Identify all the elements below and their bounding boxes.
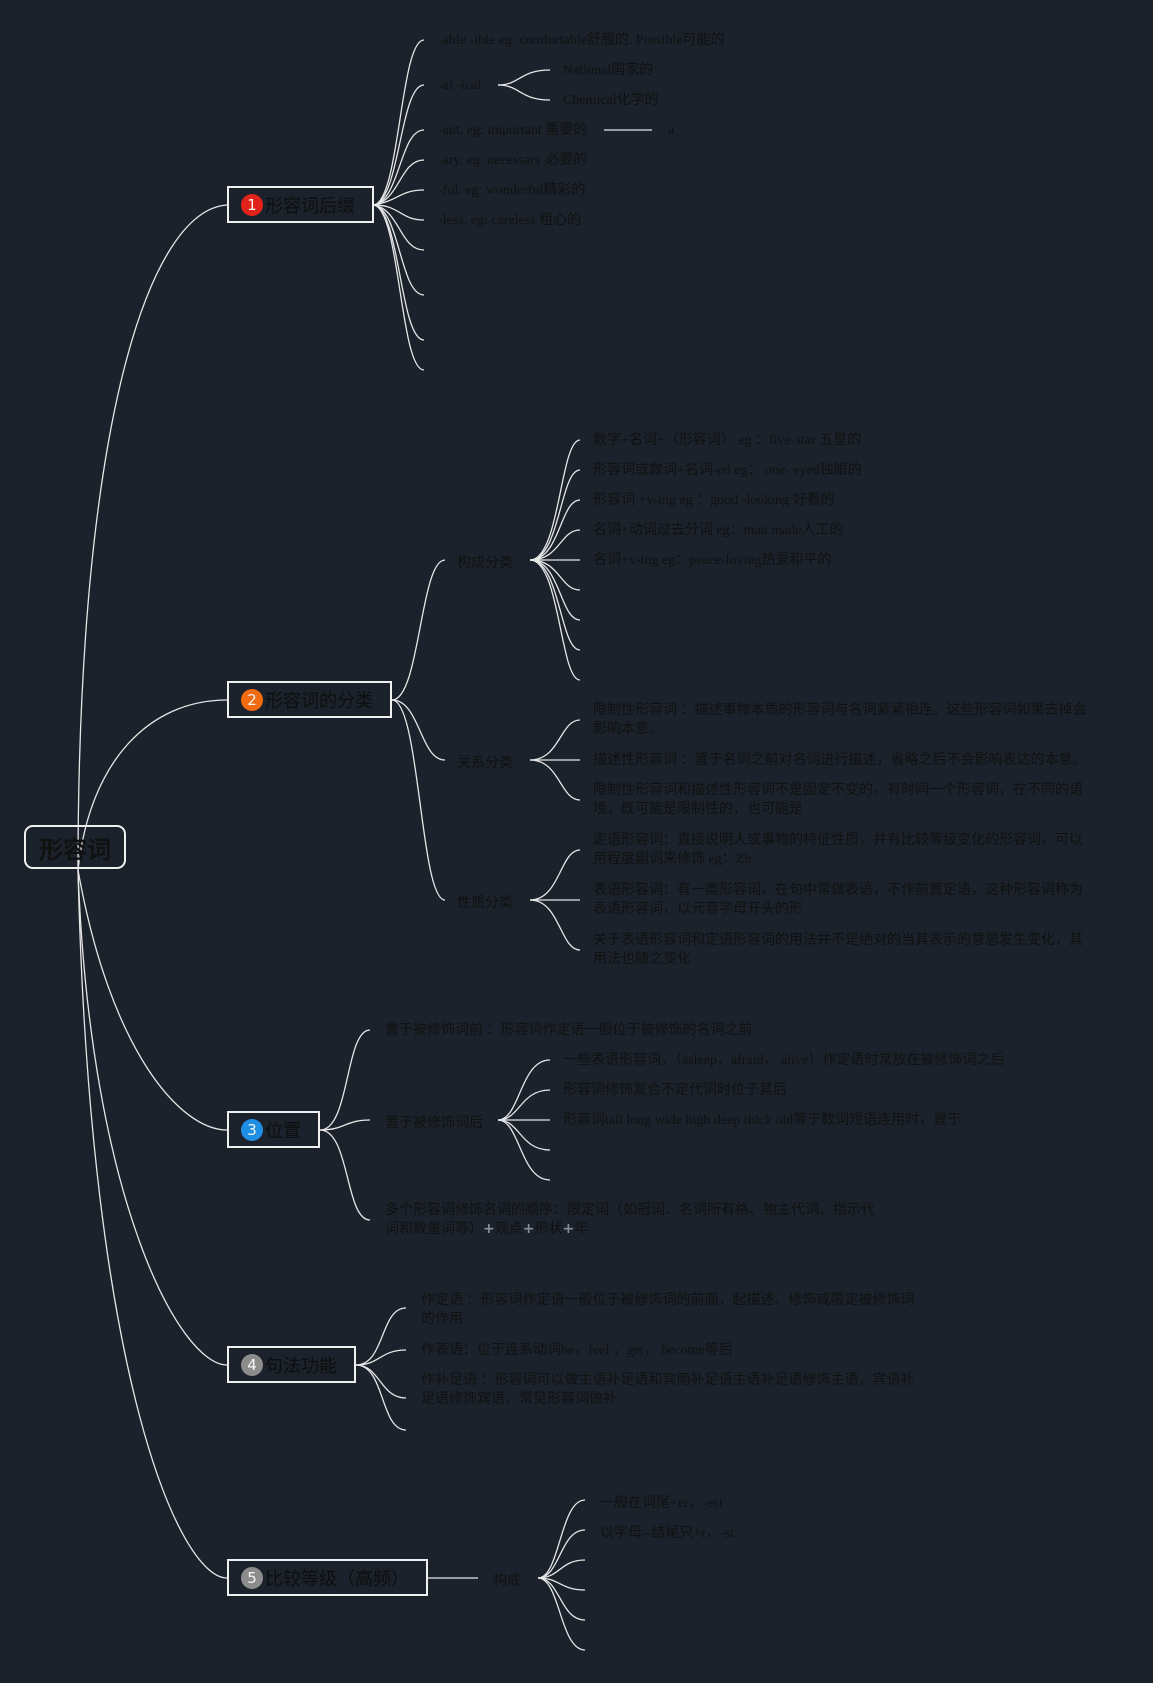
position-after-item[interactable]: 形容词tall long wide high deep thick old等于数… xyxy=(563,1113,962,1128)
suffix-al[interactable]: -al -ical xyxy=(438,78,482,93)
number-badge-4: 4 xyxy=(241,1353,263,1376)
position-after-label[interactable]: 置于被修饰词后 xyxy=(385,1115,483,1131)
branch-label: 比较等级（高频） xyxy=(265,1568,409,1590)
number-badge-5: 5 xyxy=(241,1566,263,1589)
suffix-ant-child[interactable]: a xyxy=(668,123,675,138)
comparison-item[interactable]: 一般在词尾+er，-est xyxy=(600,1496,723,1511)
number-badge-3: 3 xyxy=(241,1118,263,1141)
root-topic[interactable]: 形容词 xyxy=(24,825,126,869)
number-badge-2: 2 xyxy=(241,688,263,711)
branch-label: 位置 xyxy=(265,1120,301,1142)
position-after-item[interactable]: 一些表语形容词，（asleep，afraid， alive）作定语时常放在被修饰… xyxy=(563,1053,1005,1068)
suffix-able[interactable]: -able -ible eg: comfortable舒服的. Possible… xyxy=(438,33,725,48)
plus-icon: + xyxy=(522,1221,535,1237)
root-label: 形容词 xyxy=(39,835,111,864)
suffix-al-chemical[interactable]: Chemical化学的 xyxy=(563,93,659,108)
formation-item[interactable]: 名词+动词过去分词 eg：man made人工的 xyxy=(593,523,844,538)
position-order-line2: 词和数量词等）+观点+形状+年 xyxy=(385,1221,589,1237)
number-badge-1: 1 xyxy=(241,193,263,216)
branch-position[interactable]: 3 位置 xyxy=(227,1111,320,1148)
formation-item[interactable]: 形容词 +v-ing eg ：good -looking 好看的 xyxy=(593,493,835,508)
syntax-complement[interactable]: 作补足语 ：形容词可以做主语补足语和宾雨补足语主语补足语修饰主语，宾语补足语修饰… xyxy=(421,1373,915,1407)
nature-item[interactable]: 表语形容词：有一类形容词，在句中常做表语，不作前置定语，这种形容词称为表语形容词… xyxy=(593,883,1083,917)
nature-item[interactable]: 定语形容词：直接说明人或事物的特征性质，并有比较等级变化的形容词，可以用程度副词… xyxy=(593,833,1083,867)
position-before[interactable]: 置于被修饰词前 ：形容词作定语一般位于被修饰的名词之前 xyxy=(385,1023,753,1038)
formation-item[interactable]: 数字+名词+（形容词） eg ：five-star 五星的 xyxy=(593,433,862,448)
nature-label[interactable]: 性质分类 xyxy=(457,895,513,911)
suffix-ary[interactable]: -ary. eg: necessary 必要的 xyxy=(438,153,588,168)
plus-icon: + xyxy=(483,1221,495,1237)
branch-classification[interactable]: 2 形容词的分类 xyxy=(227,681,392,718)
suffix-al-national[interactable]: National国家的 xyxy=(563,63,654,78)
suffix-less[interactable]: -less. eg: careless 粗心的 xyxy=(438,213,582,228)
nature-item[interactable]: 关于表语形容词和定语形容词的用法并不是绝对的当其表示的意思发生变化，其用法也随之… xyxy=(593,933,1083,967)
branch-label: 形容词后缀 xyxy=(265,195,355,217)
branch-comparison[interactable]: 5 比较等级（高频） xyxy=(227,1559,428,1596)
syntax-predicative[interactable]: 作表语：位于连系动词be，feel ，get， become等后 xyxy=(421,1343,733,1358)
relation-item[interactable]: 限制性形容词和描述性形容词不是固定不变的。有时同一个形容词，在不同的语境，既可能… xyxy=(593,783,1083,817)
syntax-attributive[interactable]: 作定语 ：形容词作定语一般位于被修饰词的前面，起描述、修饰或限定被修饰词的作用 xyxy=(421,1293,915,1327)
relation-item[interactable]: 限制性形容词 ：描述事物本质的形容词与名词紧紧相连。这些形容词如果去掉会影响本意… xyxy=(593,703,1087,737)
comparison-label[interactable]: 构成 xyxy=(493,1573,521,1589)
position-order[interactable]: 多个形容词修饰名词的顺序：限定词（如冠词、名词所有格、物主代词、指示代 词和数量… xyxy=(385,1201,875,1239)
relation-label[interactable]: 关系分类 xyxy=(457,755,513,771)
plus-icon: + xyxy=(562,1221,575,1237)
formation-item[interactable]: 形容词或数词+名词-ed eg： one- eyed独眼的 xyxy=(593,463,862,478)
branch-label: 句法功能 xyxy=(265,1355,337,1377)
branch-label: 形容词的分类 xyxy=(265,690,373,712)
suffix-ful[interactable]: -ful. eg: wonderful精彩的 xyxy=(438,183,586,198)
formation-label[interactable]: 构成分类 xyxy=(457,555,513,571)
position-after-item[interactable]: 形容词修饰复合不定代词时位于其后 xyxy=(563,1083,787,1098)
formation-item[interactable]: 名词+v-ing eg：peace-loving热爱和平的 xyxy=(593,553,832,568)
branch-syntax[interactable]: 4 句法功能 xyxy=(227,1346,356,1383)
relation-item[interactable]: 描述性形容词 ：置于名词之前对名词进行描述，省略之后不会影响表达的本意。 xyxy=(593,753,1087,768)
suffix-ant[interactable]: -ant. eg: important 重要的 xyxy=(438,123,588,138)
comparison-item[interactable]: 以字母--结尾只+r，-st xyxy=(600,1526,734,1541)
branch-suffix[interactable]: 1 形容词后缀 xyxy=(227,186,374,223)
position-order-line1: 多个形容词修饰名词的顺序：限定词（如冠词、名词所有格、物主代词、指示代 xyxy=(385,1203,875,1218)
